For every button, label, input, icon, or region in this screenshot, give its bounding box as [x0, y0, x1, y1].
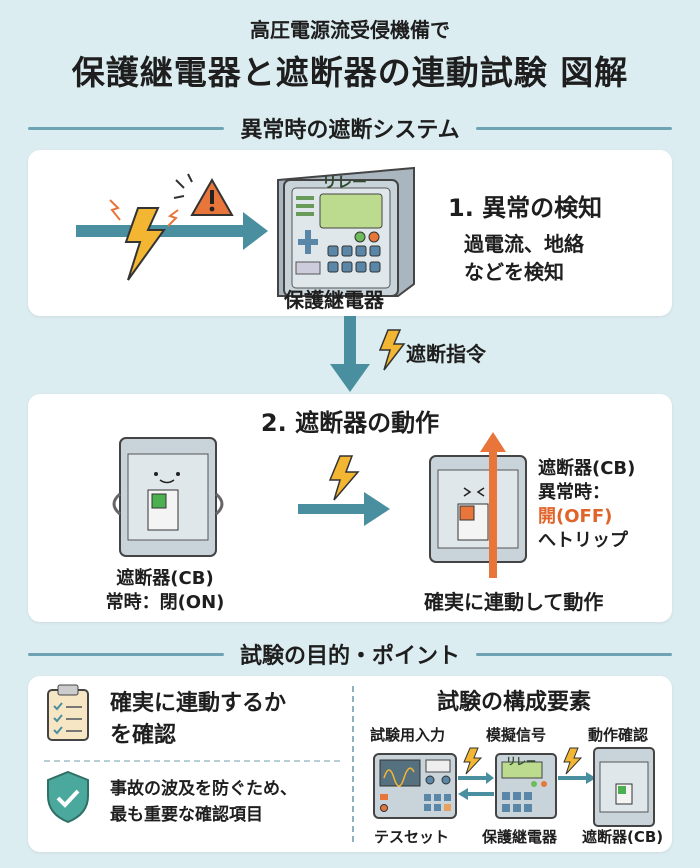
breaker-closed-icon: [112, 437, 224, 557]
command-arrow: [330, 316, 406, 392]
subtitle: 高圧電源流受侵機備で: [250, 18, 450, 42]
lightning-icon: [328, 455, 360, 501]
comp-testset-top: 試験用入力: [370, 726, 446, 744]
breaker-normal-label: 遮断器(CB) 常時：閉(ON): [90, 567, 240, 615]
lightning-icon: [563, 747, 583, 775]
step1-description: 過電流、地絡などを検知: [464, 230, 584, 286]
comp-cb-top: 動作確認: [588, 726, 649, 744]
relay-device-icon: [277, 166, 415, 297]
relay-screen-label: リレー: [506, 757, 536, 768]
step1-desc-line: などを検知: [464, 260, 564, 284]
test-set-icon: [373, 753, 457, 819]
detection-illustration: [76, 166, 415, 297]
section-title: 異常時の遮断システム: [240, 118, 460, 143]
lightning-icon: [378, 329, 406, 371]
components-title: 試験の構成要素: [436, 690, 591, 715]
label-line: 遮断器(CB): [116, 568, 214, 589]
divider: [352, 686, 354, 842]
trip-caption: 確実に連動して動作: [424, 590, 604, 614]
relay-screen-label: リレー: [322, 173, 368, 191]
lightning-icon: [463, 747, 483, 775]
warning-icon: [173, 173, 234, 216]
right-arrow-icon: [298, 492, 390, 526]
page-title: 保護継電器と遮断器の連動試験 図解: [71, 53, 629, 92]
point2-text: 事故の波及を防ぐため、最も重要な確認項目: [110, 776, 297, 828]
section-title: 試験の目的・ポイント: [240, 644, 461, 669]
text-line: 事故の波及を防ぐため、: [110, 779, 297, 799]
breaker-tripped-icon: [429, 432, 527, 578]
point-icons: [47, 684, 89, 824]
components-illustration: [373, 747, 655, 827]
text-line: を確認: [110, 723, 177, 748]
text-line: 最も重要な確認項目: [110, 805, 263, 825]
divider: [28, 126, 225, 130]
comp-testset-bottom: テスセット: [374, 828, 450, 846]
comp-relay-bottom: 保護継電器: [482, 828, 558, 846]
comp-relay-top: 模擬信号: [486, 726, 547, 744]
relay-device-icon: [495, 753, 557, 819]
breaker-icon: [593, 747, 655, 827]
divider: [475, 126, 672, 130]
section-header-system: 異常時の遮断システム: [0, 112, 700, 144]
label-line: 遮断器(CB): [538, 458, 636, 479]
step1-desc-line: 過電流、地絡: [464, 232, 584, 256]
right-arrow-icon: [558, 772, 596, 784]
clipboard-icon: [47, 684, 89, 741]
divider: [28, 652, 224, 656]
breaker-trip-label: 遮断器(CB) 異常時： 開(OFF) へトリップ: [538, 457, 635, 553]
lightning-icon: [109, 199, 179, 281]
comp-cb-bottom: 遮断器(CB): [582, 828, 664, 846]
right-arrow-icon: [458, 772, 494, 784]
divider: [44, 760, 340, 762]
label-line: 常時：閉(ON): [105, 592, 225, 613]
command-label: 遮断指令: [406, 342, 486, 366]
label-line: へトリップ: [538, 530, 628, 551]
breaker-illustration: [112, 432, 527, 578]
left-arrow-icon: [458, 788, 494, 800]
point1-text: 確実に連動するかを確認: [110, 688, 286, 752]
shield-check-icon: [47, 770, 89, 824]
text-line: 確実に連動するか: [110, 691, 287, 716]
points-card: [28, 676, 672, 852]
divider: [476, 652, 673, 656]
relay-label: 保護継電器: [284, 288, 384, 312]
label-line: 異常時：: [538, 482, 610, 503]
step2-title: 2. 遮断器の動作: [260, 409, 440, 437]
step1-title: 1. 異常の検知: [448, 194, 603, 222]
open-state-label: 開(OFF): [538, 506, 613, 527]
section-header-points: 試験の目的・ポイント: [0, 638, 700, 670]
